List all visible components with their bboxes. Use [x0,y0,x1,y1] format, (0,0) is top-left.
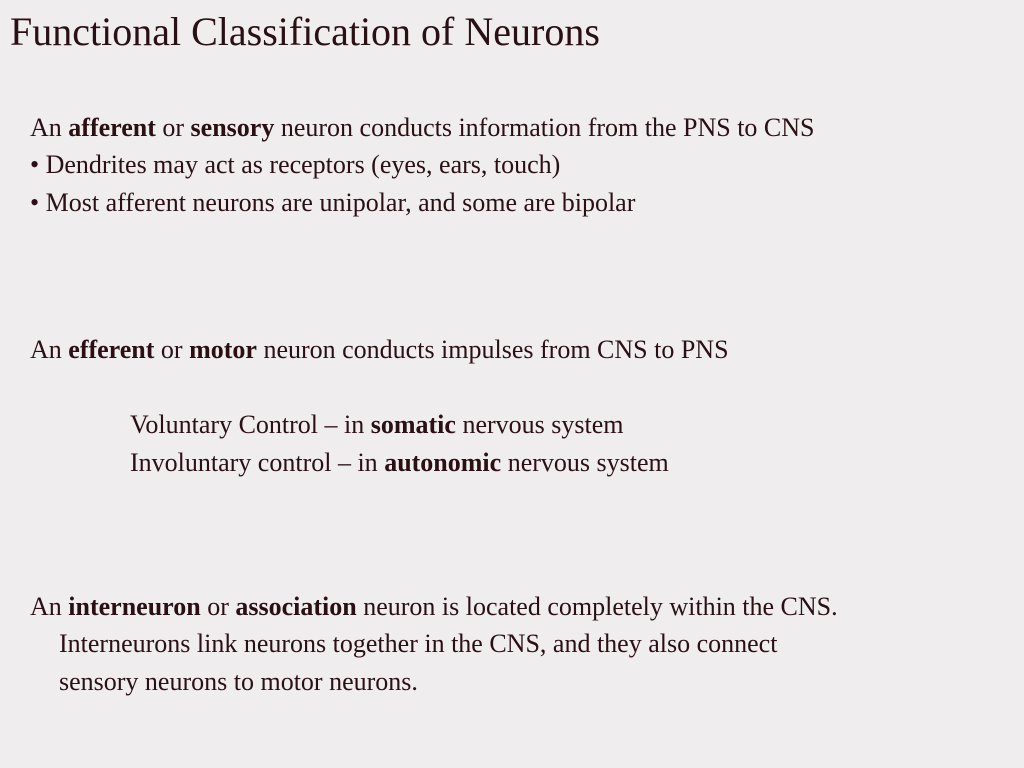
autonomic-term: autonomic [384,448,502,477]
afferent-an: An [30,113,62,142]
interneuron-term: interneuron [68,592,201,621]
efferent-an: An [30,335,62,364]
association-term: association [235,592,357,621]
involuntary-pre: Involuntary control – in [130,448,378,477]
interneuron-rest: neuron is located completely within the … [363,592,838,621]
involuntary-control-line: Involuntary control – in autonomic nervo… [130,448,669,478]
interneuron-an: An [30,592,62,621]
efferent-rest: neuron conducts impulses from CNS to PNS [263,335,729,364]
interneuron-line-2: Interneurons link neurons together in th… [59,629,778,658]
somatic-term: somatic [370,410,456,439]
afferent-or: or [162,113,185,142]
afferent-bullet-2: • Most afferent neurons are unipolar, an… [30,188,636,217]
afferent-definition: An afferent or sensory neuron conducts i… [30,113,815,143]
interneuron-line-3: sensory neurons to motor neurons. [59,667,418,696]
efferent-definition: An efferent or motor neuron conducts imp… [30,335,729,365]
efferent-or: or [160,335,183,364]
sensory-term: sensory [190,113,275,142]
interneuron-definition: An interneuron or association neuron is … [30,592,838,622]
afferent-rest: neuron conducts information from the PNS… [280,113,815,142]
efferent-term: efferent [68,335,155,364]
involuntary-post: nervous system [507,448,669,477]
afferent-term: afferent [68,113,156,142]
motor-term: motor [189,335,257,364]
voluntary-pre: Voluntary Control – in [130,410,365,439]
slide-title: Functional Classification of Neurons [10,9,600,54]
afferent-bullet-1: • Dendrites may act as receptors (eyes, … [30,150,561,179]
interneuron-or: or [207,592,229,621]
voluntary-post: nervous system [462,410,624,439]
voluntary-control-line: Voluntary Control – in somatic nervous s… [130,410,624,440]
